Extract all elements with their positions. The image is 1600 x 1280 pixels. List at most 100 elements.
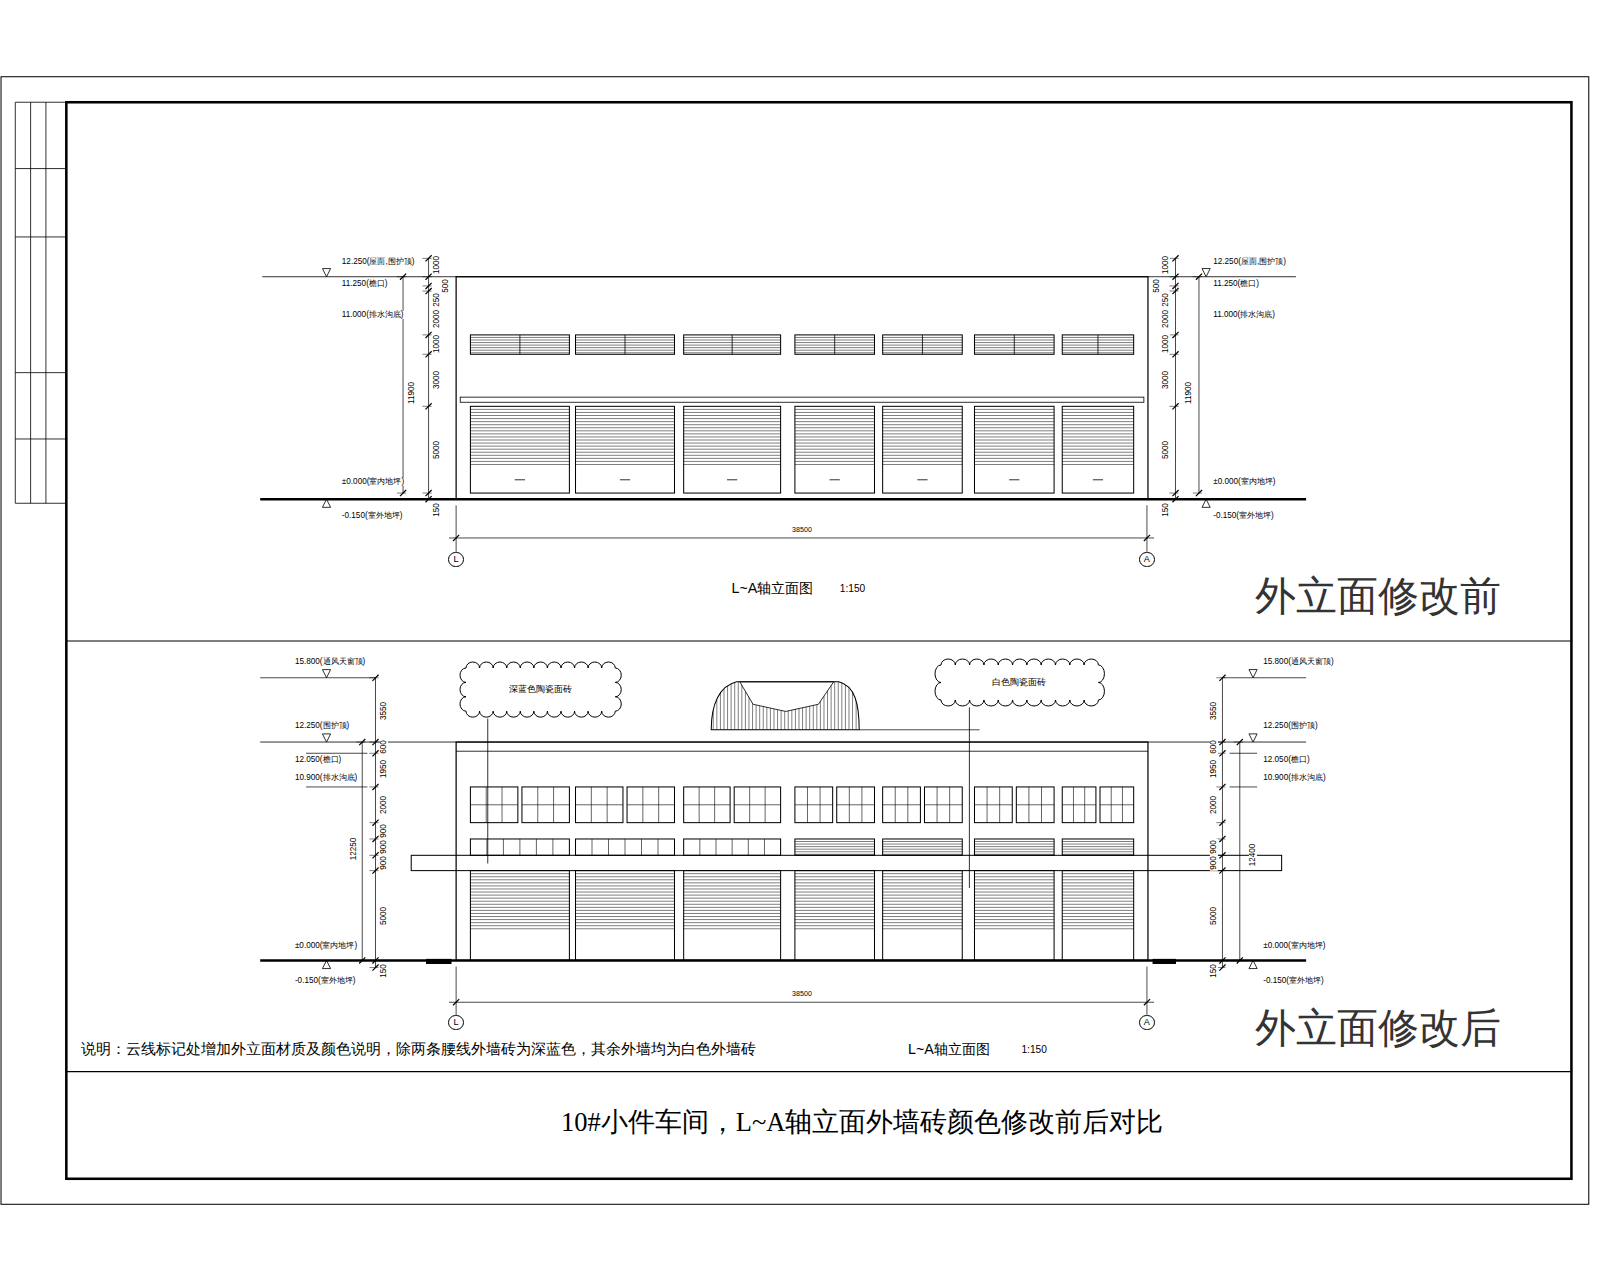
elevation-label: 10.900(排水沟底)	[1262, 773, 1326, 781]
dimension-label: 5000	[380, 906, 388, 926]
shutter-slat	[883, 440, 963, 441]
shutter-slat	[1062, 928, 1133, 929]
door-mark	[830, 479, 840, 480]
scale-label: 1:150	[839, 584, 867, 594]
shutter-slat	[974, 443, 1054, 444]
window	[734, 787, 780, 823]
shutter-slat	[883, 888, 963, 889]
louver-mullion	[834, 335, 835, 354]
louver-slat	[1062, 846, 1133, 847]
level-symbol	[1202, 269, 1210, 277]
shutter-slat	[470, 424, 569, 425]
window-mullion	[503, 839, 504, 855]
window-mullion	[732, 839, 733, 855]
shutter-slat	[1062, 892, 1133, 893]
shutter-slat	[470, 916, 569, 917]
window-transom	[1016, 804, 1054, 805]
window-mullion	[552, 839, 553, 855]
axis-line	[456, 505, 1147, 552]
shutter-slat	[1062, 919, 1133, 920]
shutter-slat	[684, 424, 781, 425]
shutter-slat	[684, 888, 781, 889]
window	[576, 787, 623, 823]
shutter-slat	[684, 901, 781, 902]
shutter-slat	[470, 433, 569, 434]
shutter-slat	[795, 415, 875, 416]
axis-label: A	[1144, 555, 1150, 564]
louver-slat	[974, 846, 1054, 847]
shutter-slat	[974, 409, 1054, 410]
dimension-chain-ext	[369, 822, 378, 823]
hatch-line	[845, 680, 846, 731]
building-outline	[456, 277, 1148, 499]
shutter-slat	[795, 412, 875, 413]
louver-slat	[883, 854, 963, 855]
shutter-slat	[795, 873, 875, 874]
shutter-slat	[576, 907, 675, 908]
ground-mark	[1153, 959, 1175, 963]
shutter-slat	[576, 446, 675, 447]
window-transom	[1100, 804, 1134, 805]
elevation-label: 15.800(通风天窗顶)	[1262, 658, 1334, 666]
shutter-slat	[883, 919, 963, 920]
level-symbol	[1249, 734, 1257, 742]
shutter-slat	[1062, 925, 1133, 926]
shutter-slat	[576, 421, 675, 422]
shutter-slat	[684, 904, 781, 905]
shutter-slat	[470, 464, 569, 465]
shutter-slat	[684, 461, 781, 462]
shutter-slat	[974, 424, 1054, 425]
dimension-chain-ext	[422, 499, 431, 500]
shutter-slat	[974, 904, 1054, 905]
shutter-slat	[576, 412, 675, 413]
shutter-slat	[974, 895, 1054, 896]
shutter-slat	[974, 433, 1054, 434]
dimension-label: 600	[1210, 739, 1218, 755]
dimension-label: 1000	[1162, 334, 1170, 354]
dimension-chain-ext	[1169, 276, 1178, 277]
title-divider	[66, 1071, 1571, 1072]
shutter-slat	[576, 901, 675, 902]
shutter-slat	[1062, 418, 1133, 419]
louver-window	[1062, 335, 1133, 354]
shutter-slat	[883, 916, 963, 917]
shutter-slat	[974, 898, 1054, 899]
window-mullion	[519, 839, 520, 855]
shutter-slat	[974, 440, 1054, 441]
shutter-slat	[470, 409, 569, 410]
shutter-slat	[470, 418, 569, 419]
shutter-slat	[1062, 443, 1133, 444]
window-transom	[883, 804, 921, 805]
window-transom	[576, 804, 623, 805]
louver-slat	[795, 854, 875, 855]
shutter-slat	[974, 882, 1054, 883]
spacer	[714, 728, 979, 769]
dimension-chain-ext	[1169, 258, 1178, 259]
axis-line	[456, 967, 1147, 1016]
shutter-slat	[974, 907, 1054, 908]
sheet-heading: 外立面修改后	[1254, 1008, 1502, 1049]
shutter-slat	[795, 876, 875, 877]
window-transom	[734, 804, 780, 805]
window-mullion	[608, 839, 609, 855]
shutter-slat	[684, 898, 781, 899]
shutter-slat	[1062, 916, 1133, 917]
louver-slat	[1062, 854, 1133, 855]
shutter-slat	[1062, 913, 1133, 914]
shutter-slat	[795, 888, 875, 889]
revision-cloud: 深蓝色陶瓷面砖	[459, 661, 622, 718]
shutter-slat	[974, 415, 1054, 416]
shutter-slat	[1062, 424, 1133, 425]
shutter-slat	[684, 430, 781, 431]
elevation-label: -0.150(室外地坪)	[1262, 977, 1325, 985]
dimension-label: 3550	[380, 701, 388, 721]
shutter-slat	[470, 925, 569, 926]
window	[1062, 787, 1096, 823]
dimension-label: 2000	[1210, 795, 1218, 815]
shutter-slat	[684, 928, 781, 929]
elevation-label: 12.050(檐口)	[294, 756, 342, 764]
shutter-door	[974, 871, 1054, 961]
dimension-label: 3000	[1162, 370, 1170, 390]
louver-slat	[1062, 851, 1133, 852]
hatch-line	[713, 680, 714, 731]
